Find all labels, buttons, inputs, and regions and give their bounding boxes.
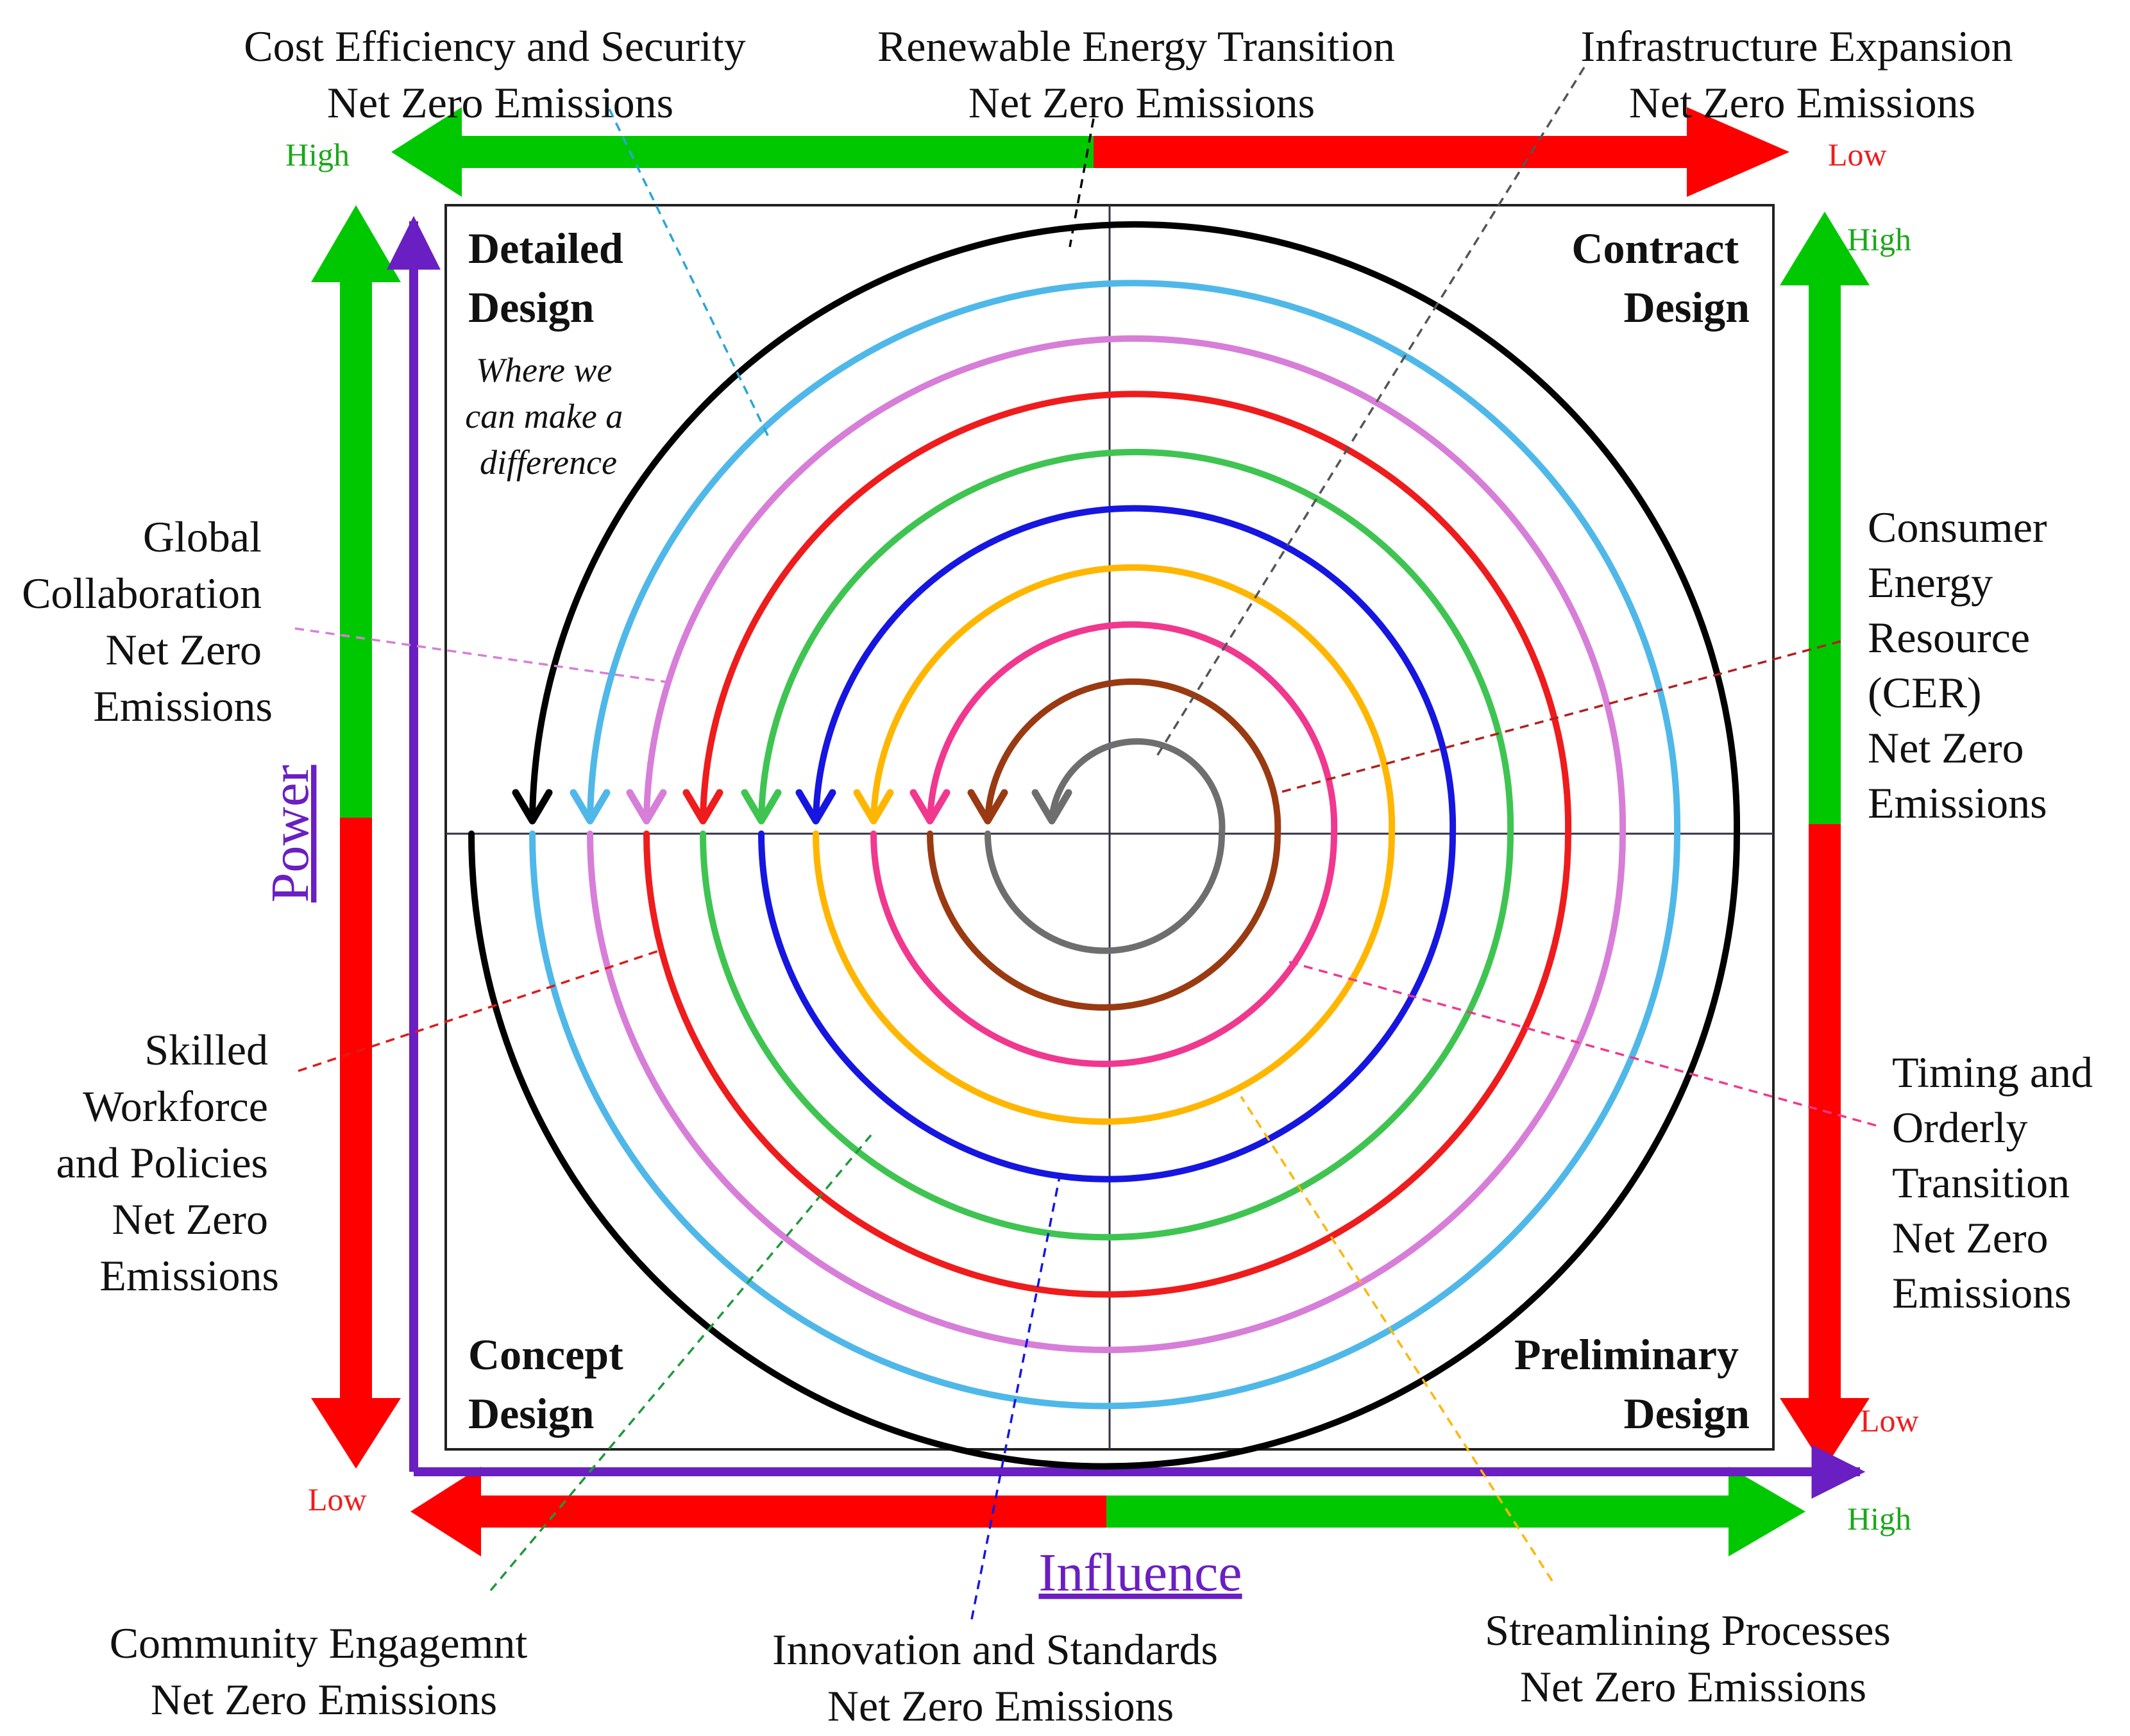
leader-timing — [1289, 961, 1877, 1127]
spiral-ring-light-blue — [529, 280, 1681, 1410]
callout-cost-efficiency: Cost Efficiency and Security Net Zero Em… — [244, 22, 756, 127]
spiral-arrowhead-blue — [795, 789, 836, 825]
quadrant-frame — [444, 204, 1775, 1451]
tag-right-bottom: Low — [1860, 1403, 1919, 1438]
callout-labels: Cost Efficiency and Security Net Zero Em… — [22, 22, 2104, 1730]
spiral-ring-brown — [927, 678, 1281, 1011]
callout-streamlining: Streamlining Processes Net Zero Emission… — [1485, 1606, 1902, 1711]
callout-timing-orderly: Timing and Orderly Transition Net Zero E… — [1892, 1048, 2104, 1317]
spiral-arrowhead-grey — [1031, 789, 1072, 825]
stakeholder-spiral — [468, 221, 1741, 1470]
axis-title-power: Power — [260, 765, 320, 903]
spiral-arrowhead-light-blue — [570, 789, 611, 825]
spiral-arrowhead-gold — [853, 789, 894, 825]
callout-community-engagement: Community Engagemnt Net Zero Emissions — [110, 1619, 539, 1724]
quadrant-note: Where we can make a difference — [465, 351, 631, 482]
spiral-ring-orchid — [587, 335, 1627, 1353]
tag-right-top: High — [1847, 221, 1911, 257]
tag-bottom-right: High — [1847, 1501, 1911, 1537]
leader-consumer — [1276, 640, 1841, 795]
leader-lines — [294, 67, 1877, 1620]
callout-innovation-standards: Innovation and Standards Net Zero Emissi… — [772, 1625, 1229, 1730]
spiral-ring-green — [700, 448, 1514, 1241]
leader-infrastructure — [1153, 67, 1585, 761]
spiral-ring-grey — [985, 738, 1226, 954]
scale-arrows — [311, 107, 1870, 1556]
quadrant-concept-design: Concept Design — [468, 1330, 634, 1438]
quadrant-detailed-design: Detailed Design — [468, 224, 634, 332]
leader-streamlining — [1240, 1096, 1553, 1581]
callout-skilled-workforce: Skilled Workforce and Policies Net Zero … — [56, 1025, 279, 1300]
tag-top-right: Low — [1828, 137, 1887, 173]
spiral-ring-red — [643, 391, 1572, 1298]
callout-renewable-energy: Renewable Energy Transition Net Zero Emi… — [877, 22, 1406, 127]
callout-infrastructure: Infrastructure Expansion Net Zero Emissi… — [1580, 22, 2024, 127]
leader-global — [294, 627, 674, 684]
purple-axes — [387, 215, 1866, 1499]
left-scale-arrow — [311, 205, 401, 1469]
spiral-arrowhead-green — [741, 789, 782, 825]
quadrant-preliminary-design: Preliminary Design — [1514, 1330, 1750, 1438]
spiral-ring-pink — [870, 621, 1338, 1067]
axis-title-influence: Influence — [1038, 1543, 1242, 1603]
leader-skilled — [298, 948, 664, 1072]
spiral-ring-gold — [813, 564, 1396, 1125]
spiral-arrowhead-orchid — [626, 789, 667, 825]
scale-tags: High Low High Low Low High — [285, 137, 1919, 1537]
callout-global-collaboration: Global Collaboration Net Zero Emissions — [22, 512, 273, 730]
spiral-arrowhead-pink — [909, 789, 951, 825]
leader-renewable — [1069, 118, 1095, 248]
spiral-arrowhead-brown — [967, 789, 1008, 825]
leader-community — [489, 1134, 872, 1592]
spiral-arrowhead-black — [512, 789, 553, 825]
right-scale-arrow — [1780, 212, 1870, 1469]
top-scale-arrow — [391, 107, 1789, 197]
tag-bottom-left: Low — [308, 1481, 367, 1517]
spiral-arrowhead-red — [682, 789, 723, 825]
callout-consumer-energy: Consumer Energy Resource (CER) Net Zero … — [1868, 503, 2058, 827]
quadrant-labels: Detailed Design Where we can make a diff… — [465, 224, 1750, 1438]
bottom-scale-arrow — [410, 1467, 1805, 1556]
tag-top-left: High — [285, 137, 350, 173]
spiral-ring-blue — [758, 505, 1457, 1183]
spiral-ring-black — [468, 221, 1741, 1470]
quadrant-contract-design: Contract Design — [1571, 224, 1750, 332]
